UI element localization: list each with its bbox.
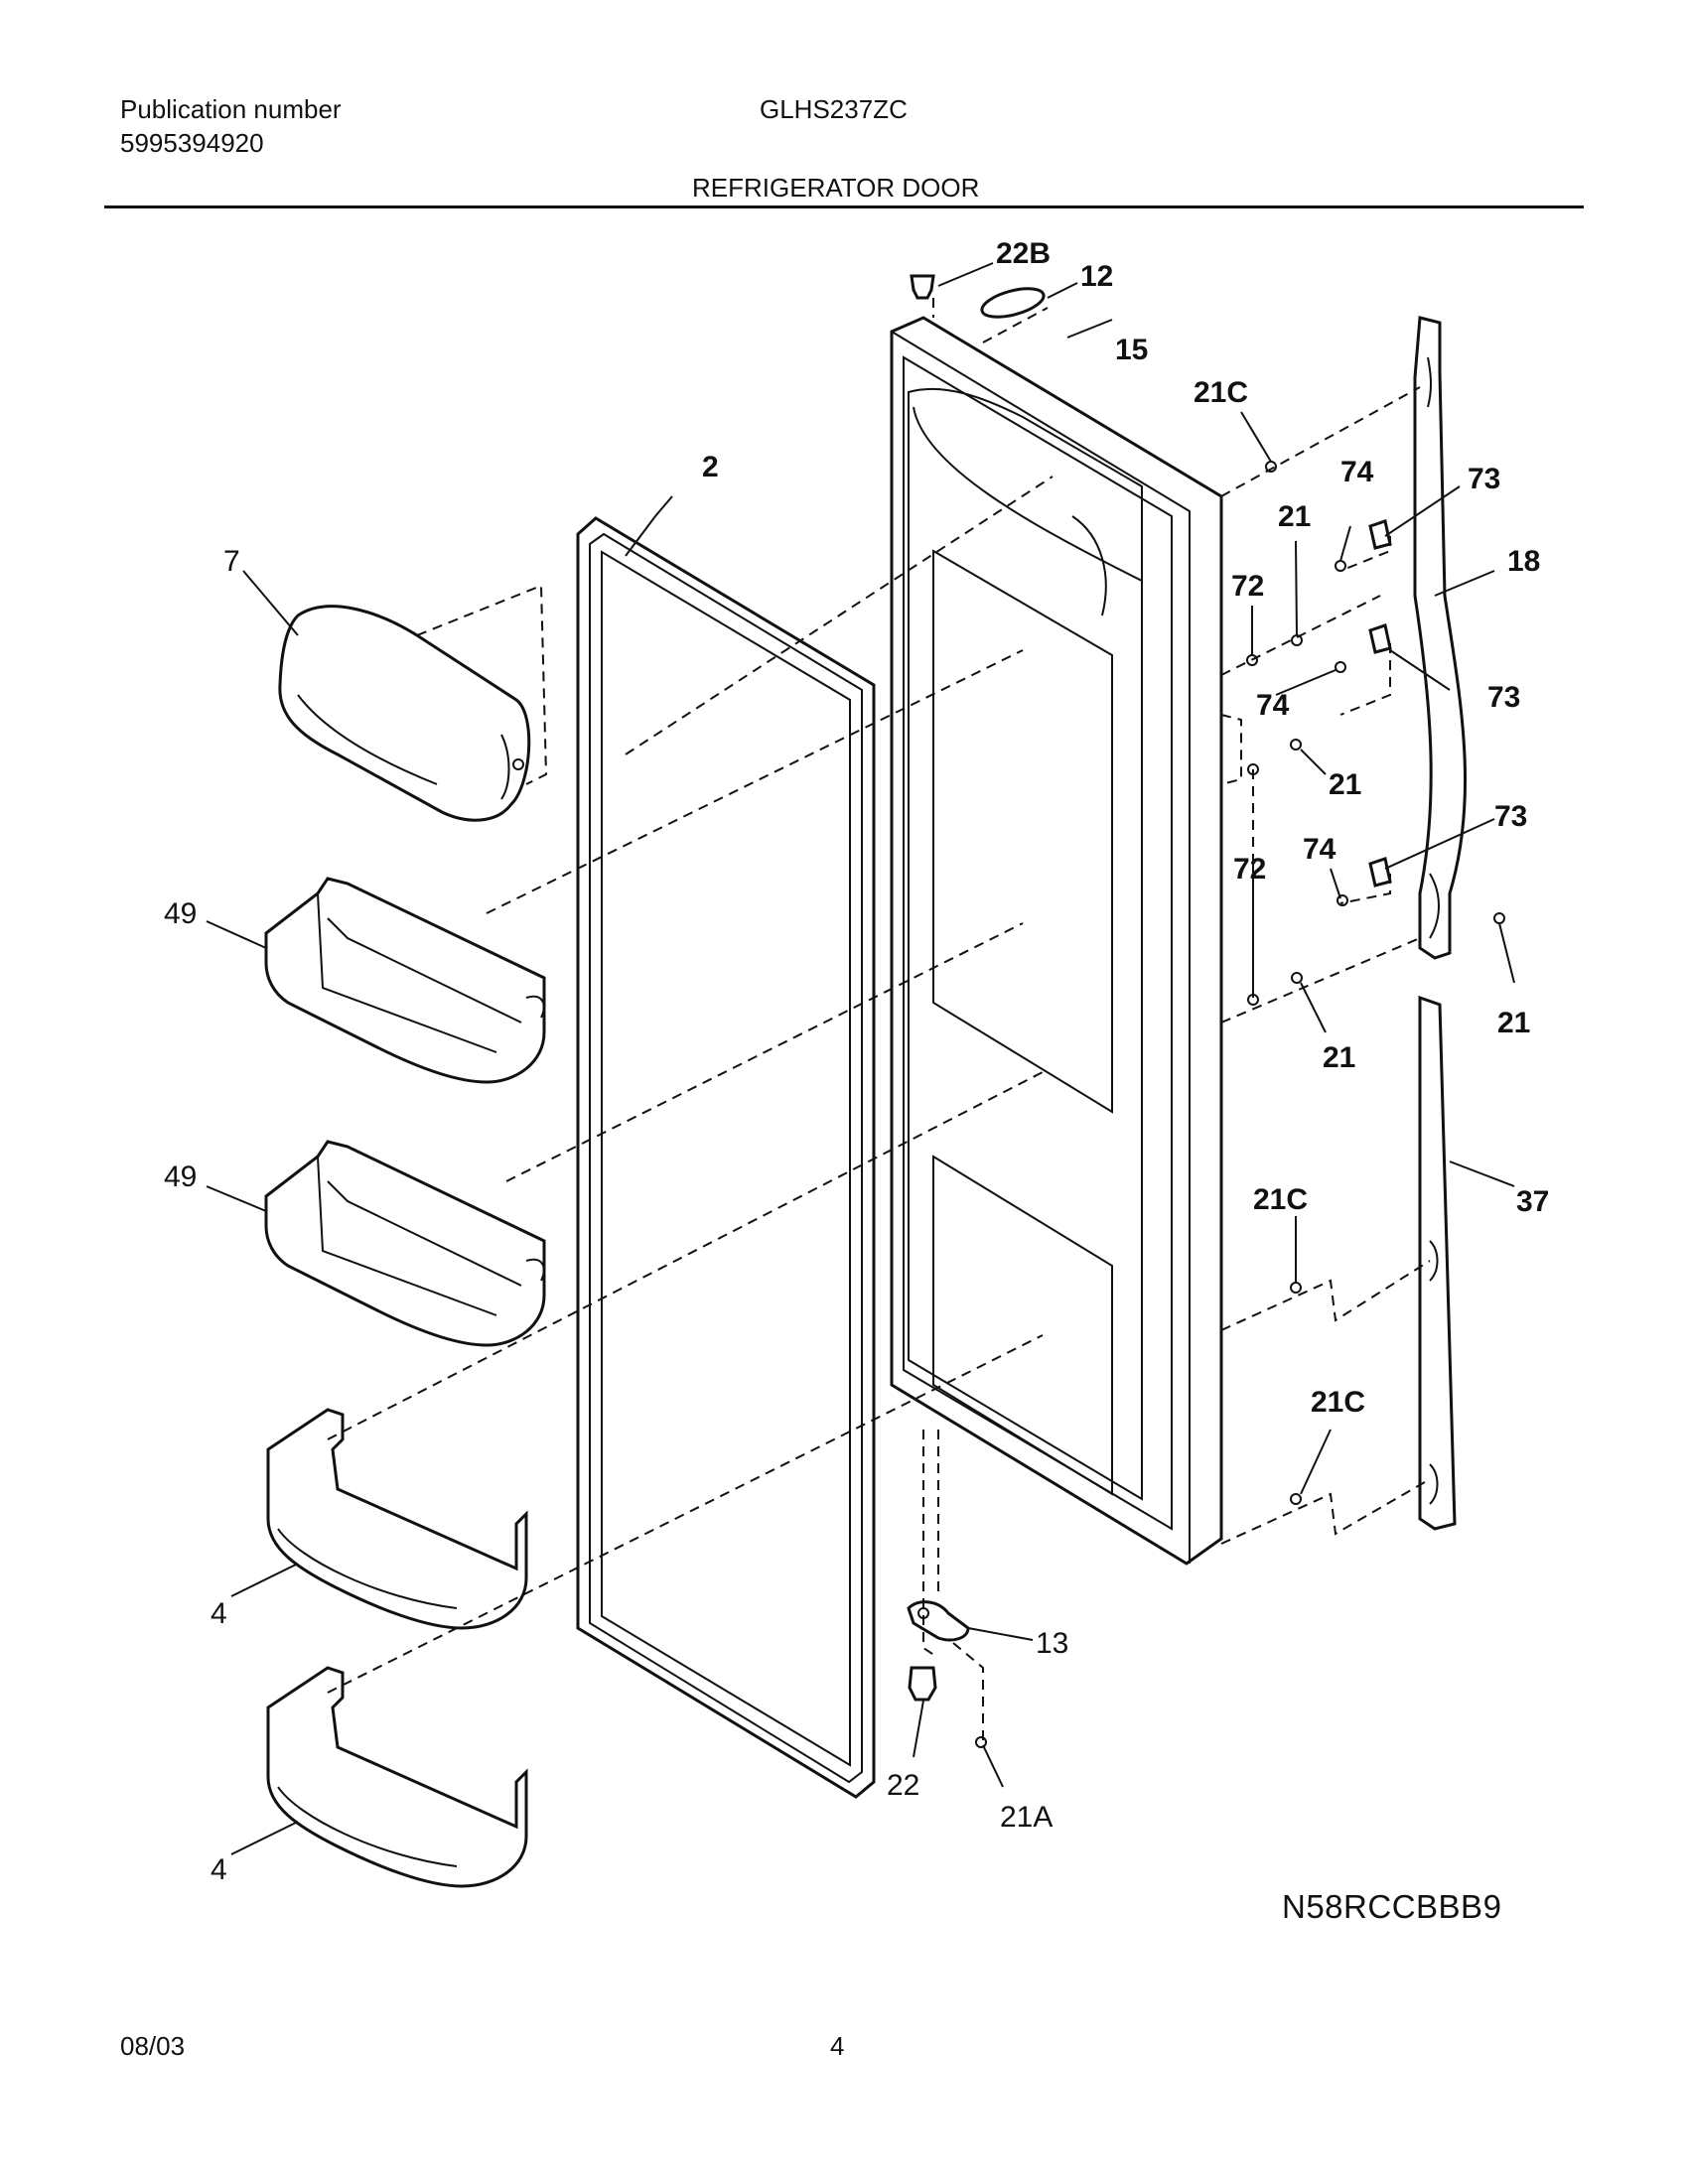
callout-72-b: 72	[1233, 853, 1266, 886]
callout-37: 37	[1516, 1185, 1549, 1218]
part-49-door-bin-upper	[264, 877, 546, 1084]
callout-21-b: 21	[1329, 768, 1361, 801]
part-7-dairy-door	[278, 605, 531, 822]
callout-13: 13	[1036, 1627, 1068, 1660]
callout-18: 18	[1507, 545, 1540, 578]
assembly-lines	[327, 298, 1431, 1742]
callout-15: 15	[1115, 334, 1148, 366]
callout-21-d: 21	[1323, 1041, 1355, 1074]
part-49-door-bin-lower	[264, 1140, 546, 1347]
callout-73-c: 73	[1494, 800, 1527, 833]
callout-4-a: 4	[211, 1597, 227, 1630]
publication-date: 08/03	[120, 2031, 186, 2061]
callout-73-a: 73	[1468, 463, 1500, 495]
header-rule	[104, 205, 1584, 208]
page-number: 4	[830, 2031, 845, 2061]
callout-2: 2	[702, 451, 719, 483]
callout-labels: 22B 12 15 21C 2 74 73 21 18 7 72 74 73 2…	[164, 237, 1549, 1886]
part-22B-top-pin	[910, 274, 935, 300]
callout-22B: 22B	[996, 237, 1051, 270]
callout-22: 22	[887, 1769, 919, 1802]
part-22-hinge-pin	[908, 1666, 937, 1702]
part-37-handle-trim	[1418, 995, 1457, 1531]
part-15-door-assembly	[890, 316, 1223, 1566]
callout-21A: 21A	[1000, 1801, 1053, 1834]
callout-4-b: 4	[211, 1853, 227, 1886]
publication-label: Publication number	[120, 94, 342, 124]
part-4-door-shelf-lower	[266, 1666, 528, 1888]
callout-74-c: 74	[1303, 833, 1336, 866]
callout-72-a: 72	[1231, 570, 1264, 603]
callout-21C-mid: 21C	[1253, 1183, 1308, 1216]
callout-12: 12	[1080, 260, 1113, 293]
publication-number: 5995394920	[120, 128, 264, 158]
callout-49-a: 49	[164, 897, 197, 930]
part-12-cap	[980, 287, 1046, 319]
callout-49-b: 49	[164, 1160, 197, 1193]
section-title: REFRIGERATOR DOOR	[692, 173, 980, 203]
callout-21-c: 21	[1497, 1007, 1530, 1039]
part-2-door-gasket	[576, 516, 876, 1799]
callout-7: 7	[223, 545, 240, 578]
callout-21C-top: 21C	[1194, 376, 1248, 409]
drawing-code: N58RCCBBB9	[1282, 1888, 1502, 1925]
callout-21-a: 21	[1278, 500, 1311, 533]
model-number: GLHS237ZC	[760, 94, 908, 124]
callout-73-b: 73	[1487, 681, 1520, 714]
callout-21C-low: 21C	[1311, 1386, 1365, 1419]
leader-lines	[206, 262, 1515, 1855]
callout-74-b: 74	[1256, 689, 1290, 722]
part-13-hinge	[907, 1600, 970, 1642]
part-18-handle	[1413, 316, 1468, 960]
callout-74-a: 74	[1340, 456, 1374, 488]
part-4-door-shelf-upper	[266, 1408, 528, 1630]
